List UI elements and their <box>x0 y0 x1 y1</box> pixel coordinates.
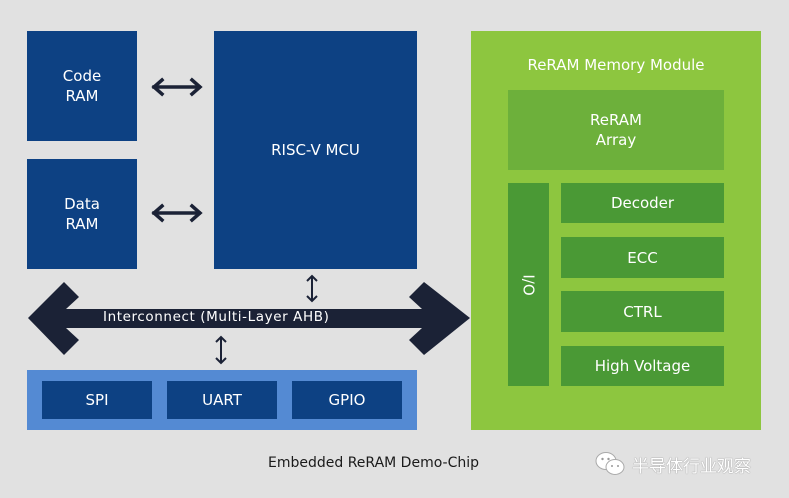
mcu-label: RISC-V MCU <box>271 141 360 159</box>
data-ram-mcu-arrow <box>151 203 203 223</box>
data-ram-block: Data RAM <box>27 159 137 269</box>
interconnect-label: Interconnect (Multi-Layer AHB) <box>103 309 330 325</box>
ctrl-block: CTRL <box>561 291 724 332</box>
watermark: 半导体行业观察 <box>594 451 751 477</box>
uart-label: UART <box>202 391 242 409</box>
code-ram-label: Code RAM <box>62 67 102 105</box>
gpio-block: GPIO <box>292 381 402 419</box>
bus-peripherals-arrow <box>215 335 227 365</box>
high-voltage-label: High Voltage <box>594 357 691 375</box>
watermark-text: 半导体行业观察 <box>632 456 751 477</box>
reram-array-label: ReRAM Array <box>590 111 642 149</box>
wechat-icon <box>595 452 625 475</box>
spi-block: SPI <box>42 381 152 419</box>
risc-v-mcu-block: RISC-V MCU <box>214 31 417 269</box>
decoder-label: Decoder <box>610 194 675 212</box>
gpio-label: GPIO <box>328 391 366 409</box>
reram-module-title: ReRAM Memory Module <box>527 56 705 74</box>
data-ram-label: Data RAM <box>64 195 100 233</box>
high-voltage-block: High Voltage <box>561 346 724 386</box>
ctrl-label: CTRL <box>623 302 662 321</box>
spi-label: SPI <box>85 391 109 409</box>
code-ram-block: Code RAM <box>27 31 137 141</box>
mcu-bus-arrow <box>306 274 318 303</box>
uart-block: UART <box>167 381 277 419</box>
code-ram-mcu-arrow <box>151 77 203 97</box>
ecc-block: ECC <box>561 237 724 278</box>
reram-array-block: ReRAM Array <box>508 90 724 170</box>
io-block: I/O <box>508 183 549 386</box>
decoder-block: Decoder <box>561 183 724 223</box>
io-label: I/O <box>519 273 538 296</box>
ecc-label: ECC <box>627 248 658 267</box>
diagram-caption: Embedded ReRAM Demo-Chip <box>268 455 480 471</box>
